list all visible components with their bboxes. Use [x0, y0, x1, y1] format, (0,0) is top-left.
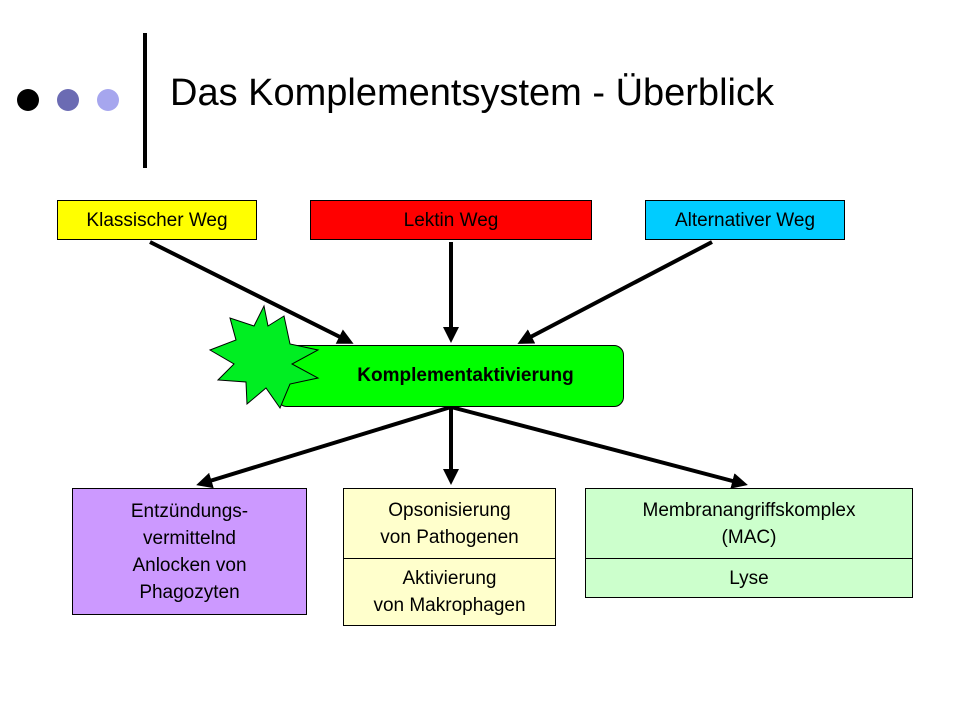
outcome-lyse: Lyse [585, 558, 913, 598]
outcome-opsonisierung: Opsonisierung von Pathogenen [343, 488, 556, 559]
center-label: Komplementaktivierung [357, 365, 574, 386]
arrow-alternativ [517, 240, 713, 344]
bullet-dot-lilac [97, 89, 119, 111]
page-title: Das Komplementsystem - Überblick [170, 72, 774, 114]
pathway-alternativ: Alternativer Weg [645, 200, 845, 240]
arrow-mac [450, 405, 748, 489]
pathway-lektin: Lektin Weg [310, 200, 592, 240]
center-komplementaktivierung: Komplementaktivierung [277, 345, 624, 407]
outcome-aktivierung: Aktivierung von Makrophagen [343, 558, 556, 626]
pathway-klassisch: Klassischer Weg [57, 200, 257, 240]
bullet-dot-purple [57, 89, 79, 111]
bullet-dot-black [17, 89, 39, 111]
title-divider [143, 33, 147, 168]
outcome-entzuendung: Entzündungs- vermittelnd Anlocken von Ph… [72, 488, 307, 615]
arrow-entzuendung [196, 405, 452, 489]
arrow-klassisch [149, 240, 354, 344]
outcome-mac: Membranangriffskomplex (MAC) [585, 488, 913, 559]
